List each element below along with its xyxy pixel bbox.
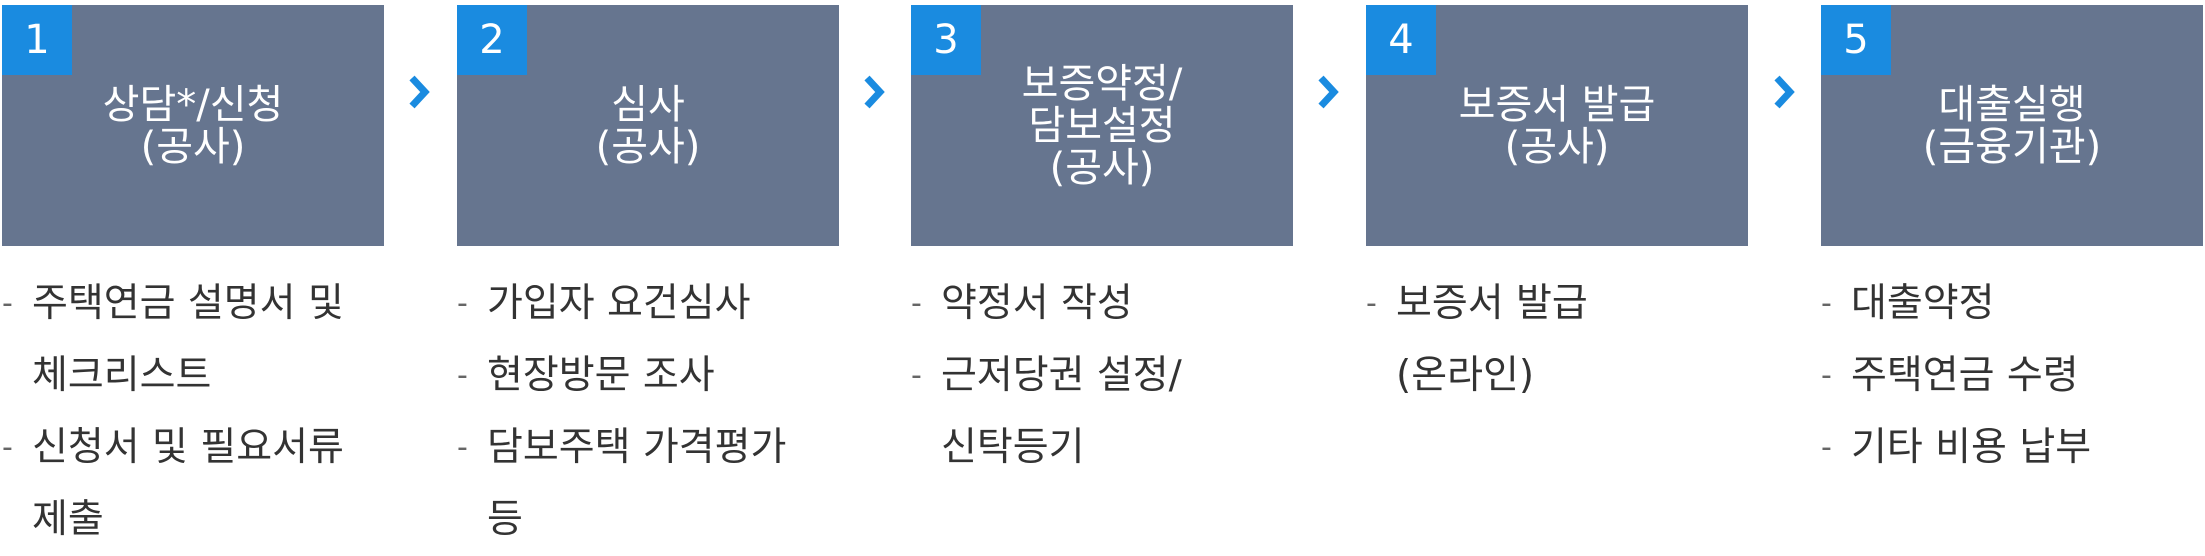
detail-text: 대출약정 bbox=[1851, 281, 1995, 326]
detail-text: 기타 비용 납부 bbox=[1851, 425, 2092, 470]
step-box: 1 상담*/신청 (공사) bbox=[2, 5, 384, 246]
detail-text: 주택연금 수령 bbox=[1851, 353, 2079, 398]
chevron-right-icon bbox=[1314, 72, 1344, 112]
detail-item: -주택연금 설명서 및 체크리스트 bbox=[2, 268, 384, 412]
dash-icon: - bbox=[457, 286, 468, 321]
detail-item: -보증서 발급 (온라인) bbox=[1366, 268, 1748, 412]
step-box: 4 보증서 발급 (공사) bbox=[1366, 5, 1748, 246]
chevron-right-icon bbox=[860, 72, 890, 112]
step-1: 1 상담*/신청 (공사) -주택연금 설명서 및 체크리스트 -신청서 및 필… bbox=[2, 5, 384, 542]
step-number: 1 bbox=[2, 5, 72, 75]
step-number: 3 bbox=[911, 5, 981, 75]
step-title: 상담*/신청 (공사) bbox=[102, 81, 284, 170]
detail-text: 주택연금 설명서 및 체크리스트 bbox=[32, 281, 344, 398]
step-number: 5 bbox=[1821, 5, 1891, 75]
step-number: 2 bbox=[457, 5, 527, 75]
dash-icon: - bbox=[2, 430, 13, 465]
detail-item: -현장방문 조사 bbox=[457, 340, 839, 412]
step-details: -주택연금 설명서 및 체크리스트 -신청서 및 필요서류 제출 bbox=[2, 268, 384, 556]
detail-text: 근저당권 설정/ 신탁등기 bbox=[941, 353, 1182, 470]
detail-item: -신청서 및 필요서류 제출 bbox=[2, 412, 384, 556]
chevron-right-icon bbox=[405, 72, 435, 112]
dash-icon: - bbox=[1821, 358, 1832, 393]
step-5: 5 대출실행 (금융기관) -대출약정 -주택연금 수령 -기타 비용 납부 bbox=[1821, 5, 2203, 470]
detail-text: 신청서 및 필요서류 제출 bbox=[32, 425, 344, 542]
step-3: 3 보증약정/ 담보설정 (공사) -약정서 작성 -근저당권 설정/ 신탁등기 bbox=[911, 5, 1293, 470]
step-box: 5 대출실행 (금융기관) bbox=[1821, 5, 2203, 246]
detail-text: 현장방문 조사 bbox=[487, 353, 715, 398]
dash-icon: - bbox=[1821, 286, 1832, 321]
detail-item: -대출약정 bbox=[1821, 268, 2203, 340]
step-title: 보증약정/ 담보설정 (공사) bbox=[1021, 60, 1183, 191]
step-4: 4 보증서 발급 (공사) -보증서 발급 (온라인) bbox=[1366, 5, 1748, 398]
step-box: 3 보증약정/ 담보설정 (공사) bbox=[911, 5, 1293, 246]
detail-item: -약정서 작성 bbox=[911, 268, 1293, 340]
dash-icon: - bbox=[2, 286, 13, 321]
step-number: 4 bbox=[1366, 5, 1436, 75]
step-2: 2 심사 (공사) -가입자 요건심사 -현장방문 조사 -담보주택 가격평가 … bbox=[457, 5, 839, 542]
detail-text: 보증서 발급 (온라인) bbox=[1396, 281, 1588, 398]
step-title: 보증서 발급 (공사) bbox=[1458, 81, 1656, 170]
detail-item: -담보주택 가격평가 등 bbox=[457, 412, 839, 556]
dash-icon: - bbox=[457, 358, 468, 393]
step-box: 2 심사 (공사) bbox=[457, 5, 839, 246]
detail-item: -기타 비용 납부 bbox=[1821, 412, 2203, 484]
step-details: -약정서 작성 -근저당권 설정/ 신탁등기 bbox=[911, 268, 1293, 484]
step-title: 심사 (공사) bbox=[595, 81, 701, 170]
detail-text: 약정서 작성 bbox=[941, 281, 1133, 326]
dash-icon: - bbox=[457, 430, 468, 465]
dash-icon: - bbox=[1366, 286, 1377, 321]
step-title: 대출실행 (금융기관) bbox=[1922, 81, 2102, 170]
detail-item: -가입자 요건심사 bbox=[457, 268, 839, 340]
step-details: -가입자 요건심사 -현장방문 조사 -담보주택 가격평가 등 bbox=[457, 268, 839, 556]
detail-text: 담보주택 가격평가 등 bbox=[487, 425, 787, 542]
chevron-right-icon bbox=[1770, 72, 1800, 112]
step-details: -대출약정 -주택연금 수령 -기타 비용 납부 bbox=[1821, 268, 2203, 484]
dash-icon: - bbox=[1821, 430, 1832, 465]
dash-icon: - bbox=[911, 286, 922, 321]
detail-text: 가입자 요건심사 bbox=[487, 281, 751, 326]
step-details: -보증서 발급 (온라인) bbox=[1366, 268, 1748, 412]
dash-icon: - bbox=[911, 358, 922, 393]
detail-item: -주택연금 수령 bbox=[1821, 340, 2203, 412]
detail-item: -근저당권 설정/ 신탁등기 bbox=[911, 340, 1293, 484]
